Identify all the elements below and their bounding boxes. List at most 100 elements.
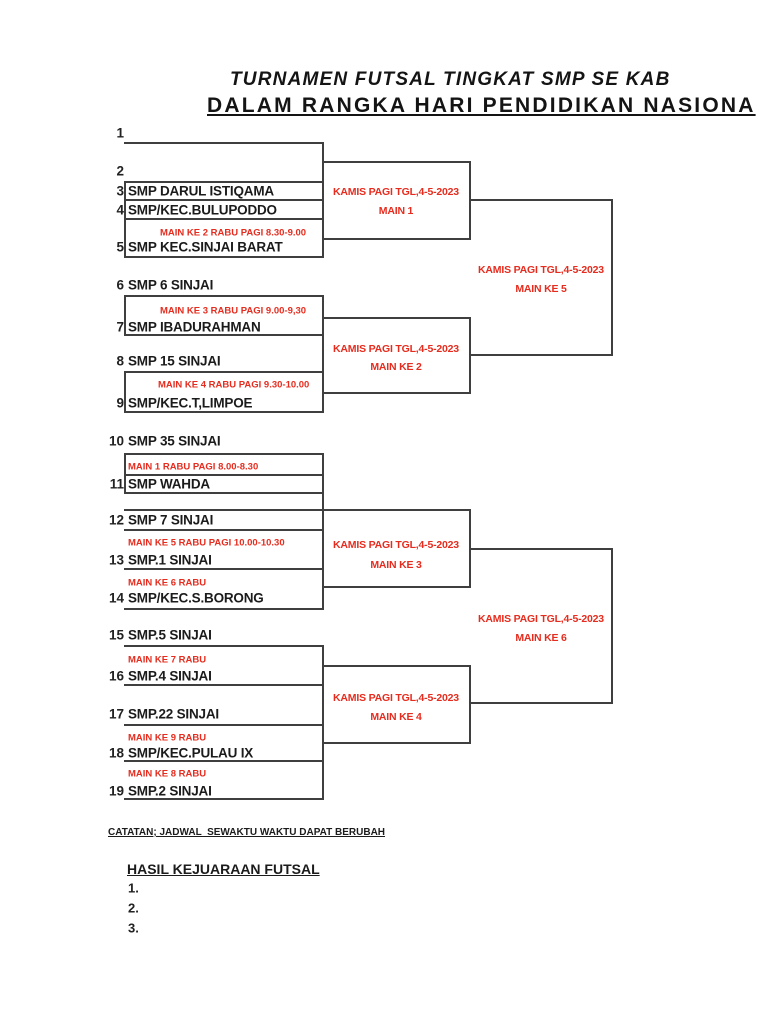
result-item-1: 1. xyxy=(128,880,139,896)
entry-name: SMP 7 SINJAI xyxy=(128,512,214,528)
bracket-line-vertical xyxy=(469,665,471,744)
entry-seed: 15 xyxy=(108,627,124,643)
schedule-note: MAIN KE 4 RABU PAGI 9.30-10.00 xyxy=(158,379,310,391)
bracket-line-vertical xyxy=(124,295,126,336)
entry-seed: 19 xyxy=(108,783,124,799)
page-subtitle: DALAM RANGKA HARI PENDIDIKAN NASIONA xyxy=(207,94,756,117)
bracket-line-horizontal xyxy=(322,742,471,744)
entry-name: SMP/KEC.BULUPODDO xyxy=(128,202,277,218)
bracket-line-horizontal xyxy=(322,665,471,667)
bracket-line-vertical xyxy=(124,453,126,494)
entry-name: SMP.2 SINJAI xyxy=(128,783,212,799)
entry-name: SMP/KEC.PULAU IX xyxy=(128,745,254,761)
result-item-3: 3. xyxy=(128,920,139,936)
entry-seed: 5 xyxy=(116,239,124,255)
entry-name: SMP.22 SINJAI xyxy=(128,706,219,722)
entry-seed: 4 xyxy=(116,202,124,218)
bracket-line-vertical xyxy=(124,371,126,413)
bracket-line-vertical xyxy=(469,317,471,394)
schedule-note: MAIN KE 8 RABU xyxy=(128,768,207,780)
bracket-line-horizontal xyxy=(124,509,471,511)
match-label: MAIN KE 3 xyxy=(370,559,422,571)
match-datetime: KAMIS PAGI TGL,4-5-2023 xyxy=(333,186,459,198)
schedule-note: MAIN KE 3 RABU PAGI 9.00-9,30 xyxy=(160,305,307,317)
bracket-line-horizontal xyxy=(124,645,324,647)
bracket-line-horizontal xyxy=(124,256,324,258)
entry-seed: 12 xyxy=(108,512,124,528)
result-item-2: 2. xyxy=(128,900,139,916)
entry-name: SMP DARUL ISTIQAMA xyxy=(128,183,274,199)
match-datetime: KAMIS PAGI TGL,4-5-2023 xyxy=(478,613,604,625)
entry-name: SMP WAHDA xyxy=(128,476,210,492)
match-datetime: KAMIS PAGI TGL,4-5-2023 xyxy=(333,539,459,551)
bracket-line-horizontal xyxy=(124,295,324,297)
entry-seed: 1 xyxy=(116,125,124,141)
match-datetime: KAMIS PAGI TGL,4-5-2023 xyxy=(478,264,604,276)
bracket-line-horizontal xyxy=(124,199,324,201)
entry-seed: 17 xyxy=(108,706,124,722)
bracket-line-horizontal xyxy=(124,142,324,144)
bracket-line-horizontal xyxy=(322,317,471,319)
schedule-note: MAIN KE 7 RABU xyxy=(128,654,207,666)
page-title: TURNAMEN FUTSAL TINGKAT SMP SE KAB xyxy=(230,69,671,90)
schedule-change-note: CATATAN; JADWAL SEWAKTU WAKTU DAPAT BERU… xyxy=(108,827,386,838)
bracket-line-vertical xyxy=(469,161,471,240)
match-datetime: KAMIS PAGI TGL,4-5-2023 xyxy=(333,692,459,704)
bracket-line-horizontal xyxy=(124,453,324,455)
match-label: MAIN KE 2 xyxy=(370,361,422,373)
entry-seed: 6 xyxy=(116,277,124,293)
bracket-line-horizontal xyxy=(322,586,471,588)
match-label: MAIN KE 6 xyxy=(515,632,567,644)
entry-seed: 10 xyxy=(108,433,124,449)
bracket-line-vertical xyxy=(322,142,324,258)
entry-name: SMP 6 SINJAI xyxy=(128,277,214,293)
entry-seed: 16 xyxy=(108,668,124,684)
entry-name: SMP KEC.SINJAI BARAT xyxy=(128,239,283,255)
match-label: MAIN 1 xyxy=(378,205,414,217)
bracket-line-horizontal xyxy=(124,568,324,570)
bracket-line-horizontal xyxy=(124,760,324,762)
bracket-line-horizontal xyxy=(124,529,324,531)
bracket-line-horizontal xyxy=(124,181,324,183)
bracket-line-horizontal xyxy=(469,199,613,201)
bracket-line-horizontal xyxy=(469,702,613,704)
entry-name: SMP.4 SINJAI xyxy=(128,668,212,684)
entry-name: SMP.5 SINJAI xyxy=(128,627,212,643)
bracket-line-horizontal xyxy=(124,334,324,336)
bracket-line-horizontal xyxy=(124,371,324,373)
bracket-line-vertical xyxy=(322,645,324,800)
entry-name: SMP.1 SINJAI xyxy=(128,552,212,568)
schedule-note: MAIN KE 2 RABU PAGI 8.30-9.00 xyxy=(160,227,307,239)
bracket-line-horizontal xyxy=(124,474,324,476)
bracket-line-vertical xyxy=(469,509,471,588)
entry-name: SMP/KEC.S.BORONG xyxy=(128,590,264,606)
entry-name: SMP 15 SINJAI xyxy=(128,353,221,369)
match-label: MAIN KE 5 xyxy=(515,283,567,295)
schedule-note: MAIN 1 RABU PAGI 8.00-8.30 xyxy=(128,461,259,473)
entry-name: SMP IBADURAHMAN xyxy=(128,319,261,335)
entry-seed: 18 xyxy=(108,745,124,761)
bracket-line-horizontal xyxy=(124,492,324,494)
entry-name: SMP 35 SINJAI xyxy=(128,433,221,449)
bracket-line-horizontal xyxy=(124,218,324,220)
entry-seed: 9 xyxy=(116,395,124,411)
bracket-line-horizontal xyxy=(469,548,613,550)
bracket-line-horizontal xyxy=(124,608,324,610)
bracket-line-horizontal xyxy=(322,238,471,240)
bracket-line-horizontal xyxy=(322,161,471,163)
bracket-line-horizontal xyxy=(124,724,324,726)
bracket-line-horizontal xyxy=(124,411,324,413)
results-heading: HASIL KEJUARAAN FUTSAL xyxy=(127,861,320,877)
entry-seed: 2 xyxy=(116,163,124,179)
schedule-note: MAIN KE 6 RABU xyxy=(128,577,207,589)
schedule-note: MAIN KE 5 RABU PAGI 10.00-10.30 xyxy=(128,537,285,549)
entry-seed: 13 xyxy=(108,552,124,568)
entry-seed: 3 xyxy=(116,183,124,199)
bracket-line-vertical xyxy=(611,199,613,356)
bracket-line-horizontal xyxy=(322,392,471,394)
entry-name: SMP/KEC.T,LIMPOE xyxy=(128,395,253,411)
bracket-line-horizontal xyxy=(124,684,324,686)
bracket-line-vertical xyxy=(124,181,126,258)
entry-seed: 7 xyxy=(116,319,124,335)
